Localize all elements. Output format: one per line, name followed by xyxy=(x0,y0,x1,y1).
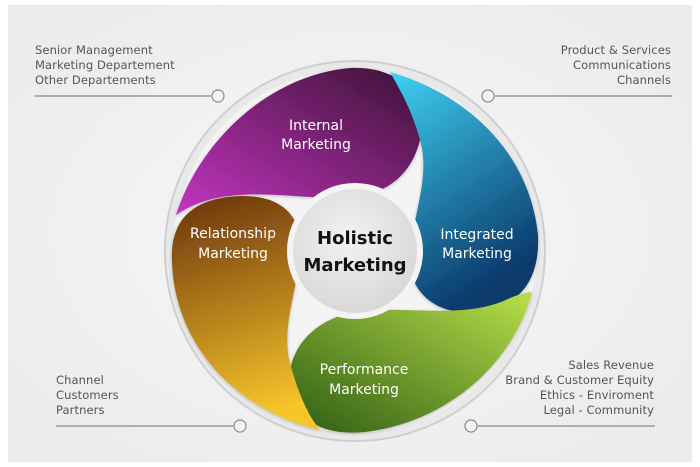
segment-integrated xyxy=(390,72,539,313)
note-top-right: Product & Services Communications Channe… xyxy=(561,43,671,88)
performance-label-line1: Performance xyxy=(320,362,409,378)
segment-internal xyxy=(176,67,422,216)
center-label-line1: Holistic xyxy=(317,228,393,249)
center-label-line2: Marketing xyxy=(303,255,406,276)
note-line: Customers xyxy=(56,388,119,402)
note-line: Ethics - Enviroment xyxy=(539,388,654,402)
connector-node-bottom-left xyxy=(233,419,247,433)
integrated-label-line2: Marketing xyxy=(442,246,512,262)
relationship-label-line2: Marketing xyxy=(198,246,268,262)
internal-label-line2: Marketing xyxy=(281,137,351,153)
note-line: Communications xyxy=(572,58,671,72)
segment-performance xyxy=(289,292,532,433)
relationship-label-line1: Relationship xyxy=(190,226,276,242)
note-line: Brand & Customer Equity xyxy=(505,373,654,387)
note-top-left: Senior Management Marketing Departement … xyxy=(35,43,175,88)
center-disc xyxy=(293,189,417,313)
connectors xyxy=(35,89,672,433)
connector-node-top-right xyxy=(481,89,495,103)
swirl-segments xyxy=(171,67,539,433)
note-line: Other Departements xyxy=(35,73,156,87)
note-line: Channel xyxy=(56,373,104,387)
note-bottom-left: Channel Customers Partners xyxy=(56,373,119,418)
internal-label-line1: Internal xyxy=(289,118,343,134)
segment-relationship xyxy=(171,195,320,430)
connector-node-bottom-right xyxy=(464,419,478,433)
note-bottom-right: Sales Revenue Brand & Customer Equity Et… xyxy=(505,358,654,418)
note-line: Legal - Community xyxy=(543,403,654,417)
integrated-label-line1: Integrated xyxy=(440,227,513,243)
performance-label-line2: Marketing xyxy=(329,382,399,398)
connector-node-top-left xyxy=(211,89,225,103)
note-line: Partners xyxy=(56,403,105,417)
note-line: Channels xyxy=(616,73,671,87)
note-line: Sales Revenue xyxy=(568,358,654,372)
note-line: Marketing Departement xyxy=(35,58,175,72)
note-line: Product & Services xyxy=(560,43,671,57)
note-line: Senior Management xyxy=(35,43,153,57)
